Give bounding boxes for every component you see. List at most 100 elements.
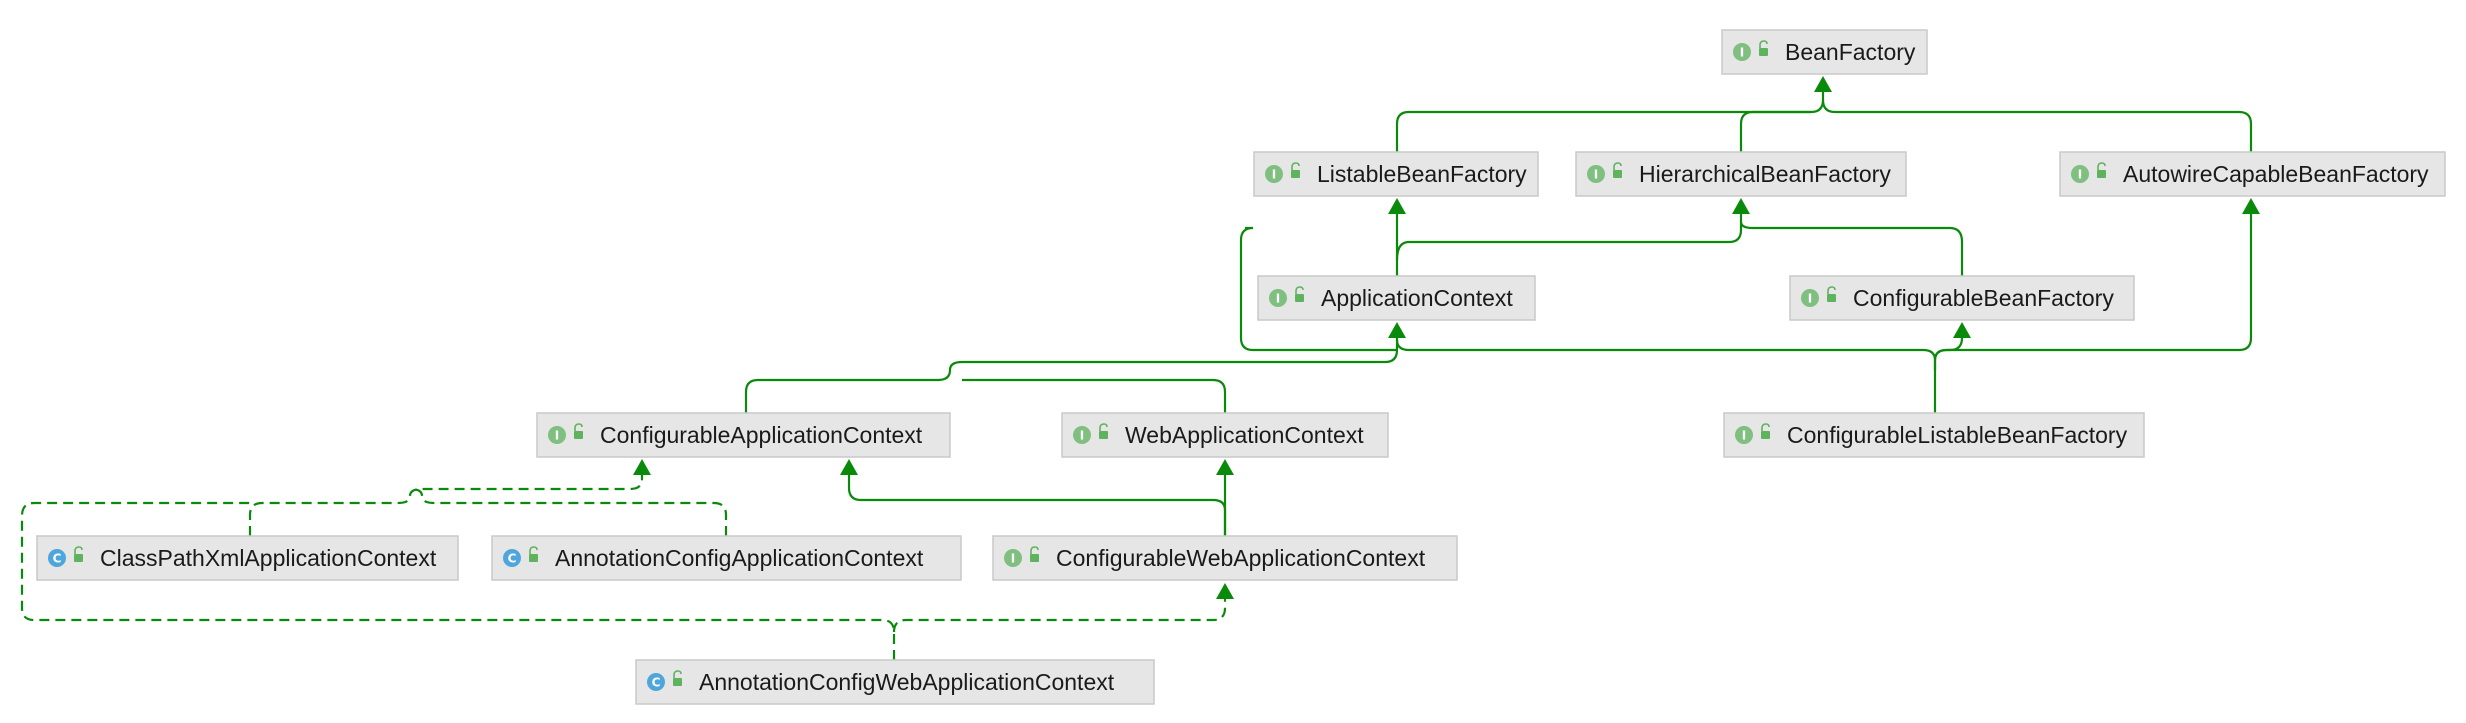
unlock-icon (1291, 162, 1300, 178)
node-label: WebApplicationContext (1125, 422, 1364, 448)
class-type-icon: C (503, 549, 521, 567)
node-box (36, 535, 459, 581)
interface-type-icon: I (1735, 426, 1753, 444)
extends-edge (1239, 226, 1397, 352)
node-box (1721, 29, 1928, 75)
arrowhead (2242, 198, 2260, 214)
interface-type-icon: I (1269, 289, 1287, 307)
node-label: ListableBeanFactory (1317, 161, 1527, 187)
interface-type-icon: I (1004, 549, 1022, 567)
extends-edge (847, 473, 1227, 536)
svg-text:C: C (652, 676, 661, 690)
extends-edge (744, 336, 1399, 413)
arrowhead (1388, 322, 1406, 338)
node-box (992, 535, 1458, 581)
class-node-annotation-config-web-application-context[interactable]: C AnnotationConfigWebApplicationContext (635, 659, 1155, 705)
node-label: AutowireCapableBeanFactory (2123, 161, 2429, 187)
class-node-application-context[interactable]: I ApplicationContext (1257, 275, 1536, 321)
implements-edge (20, 501, 896, 660)
node-box (1575, 151, 1907, 197)
node-label: ConfigurableWebApplicationContext (1056, 545, 1426, 571)
unlock-icon (673, 670, 682, 686)
class-node-web-application-context[interactable]: I WebApplicationContext (1061, 412, 1389, 458)
node-label: AnnotationConfigWebApplicationContext (699, 669, 1115, 695)
node-box (1257, 275, 1536, 321)
node-label: AnnotationConfigApplicationContext (555, 545, 924, 571)
node-label: HierarchicalBeanFactory (1639, 161, 1891, 187)
arrowhead (1732, 198, 1750, 214)
interface-type-icon: I (548, 426, 566, 444)
implements-edge (248, 473, 644, 536)
class-node-hierarchical-bean-factory[interactable]: I HierarchicalBeanFactory (1575, 151, 1907, 197)
class-node-annotation-config-application-context[interactable]: C AnnotationConfigApplicationContext (491, 535, 962, 581)
extends-edge (1739, 110, 1811, 152)
node-label: ConfigurableBeanFactory (1853, 285, 2114, 311)
extends-edge (962, 378, 1227, 413)
unlock-icon (1295, 286, 1304, 302)
arrowheads (633, 76, 2260, 599)
node-box (491, 535, 962, 581)
node-box (1789, 275, 2135, 321)
arrowhead (1388, 198, 1406, 214)
svg-text:C: C (53, 552, 62, 566)
class-type-icon: C (48, 549, 66, 567)
svg-text:I: I (1742, 429, 1746, 443)
node-box (1253, 151, 1539, 197)
svg-text:I: I (1272, 168, 1276, 182)
class-node-configurable-web-application-context[interactable]: I ConfigurableWebApplicationContext (992, 535, 1458, 581)
unlock-icon (1827, 286, 1836, 302)
class-node-bean-factory[interactable]: I BeanFactory (1721, 29, 1928, 75)
implements-edge (409, 487, 728, 536)
svg-text:I: I (1011, 552, 1015, 566)
class-node-configurable-listable-bean-factory[interactable]: I ConfigurableListableBeanFactory (1723, 412, 2145, 458)
node-label: BeanFactory (1785, 39, 1916, 65)
class-type-icon: C (647, 673, 665, 691)
extends-edge (1395, 90, 1825, 152)
arrowhead (840, 459, 858, 475)
svg-text:I: I (1276, 292, 1280, 306)
interface-type-icon: I (1801, 289, 1819, 307)
unlock-icon (1099, 423, 1108, 439)
extends-edge (1395, 212, 1743, 261)
interface-type-icon: I (1587, 165, 1605, 183)
class-node-configurable-application-context[interactable]: I ConfigurableApplicationContext (536, 412, 951, 458)
interface-type-icon: I (1073, 426, 1091, 444)
svg-text:I: I (1080, 429, 1084, 443)
interface-type-icon: I (1733, 43, 1751, 61)
node-box (635, 659, 1155, 705)
arrowhead (1814, 76, 1832, 92)
unlock-icon (2097, 162, 2106, 178)
class-node-autowire-capable-bean-factory[interactable]: I AutowireCapableBeanFactory (2059, 151, 2446, 197)
node-box (1723, 412, 2145, 458)
implements-edge (892, 597, 1227, 633)
interface-type-icon: I (2071, 165, 2089, 183)
unlock-icon (574, 423, 583, 439)
extends-edge (1395, 339, 1937, 413)
svg-text:C: C (508, 552, 517, 566)
svg-text:I: I (555, 429, 559, 443)
unlock-icon (1030, 546, 1039, 562)
extends-edge (1821, 99, 2253, 152)
extends-edge (1739, 221, 1964, 276)
class-node-configurable-bean-factory[interactable]: I ConfigurableBeanFactory (1789, 275, 2135, 321)
node-box (1061, 412, 1389, 458)
svg-text:I: I (1740, 46, 1744, 60)
node-box (536, 412, 951, 458)
node-label: ConfigurableListableBeanFactory (1787, 422, 2128, 448)
extends-edge (1933, 212, 2253, 361)
interface-type-icon: I (1265, 165, 1283, 183)
svg-text:I: I (2078, 168, 2082, 182)
svg-text:I: I (1594, 168, 1598, 182)
node-label: ApplicationContext (1321, 285, 1513, 311)
class-node-listable-bean-factory[interactable]: I ListableBeanFactory (1253, 151, 1539, 197)
unlock-icon (1761, 423, 1770, 439)
arrowhead (633, 459, 651, 475)
node-label: ConfigurableApplicationContext (600, 422, 923, 448)
unlock-icon (1613, 162, 1622, 178)
unlock-icon (74, 546, 83, 562)
arrowhead (1216, 459, 1234, 475)
node-box (2059, 151, 2446, 197)
